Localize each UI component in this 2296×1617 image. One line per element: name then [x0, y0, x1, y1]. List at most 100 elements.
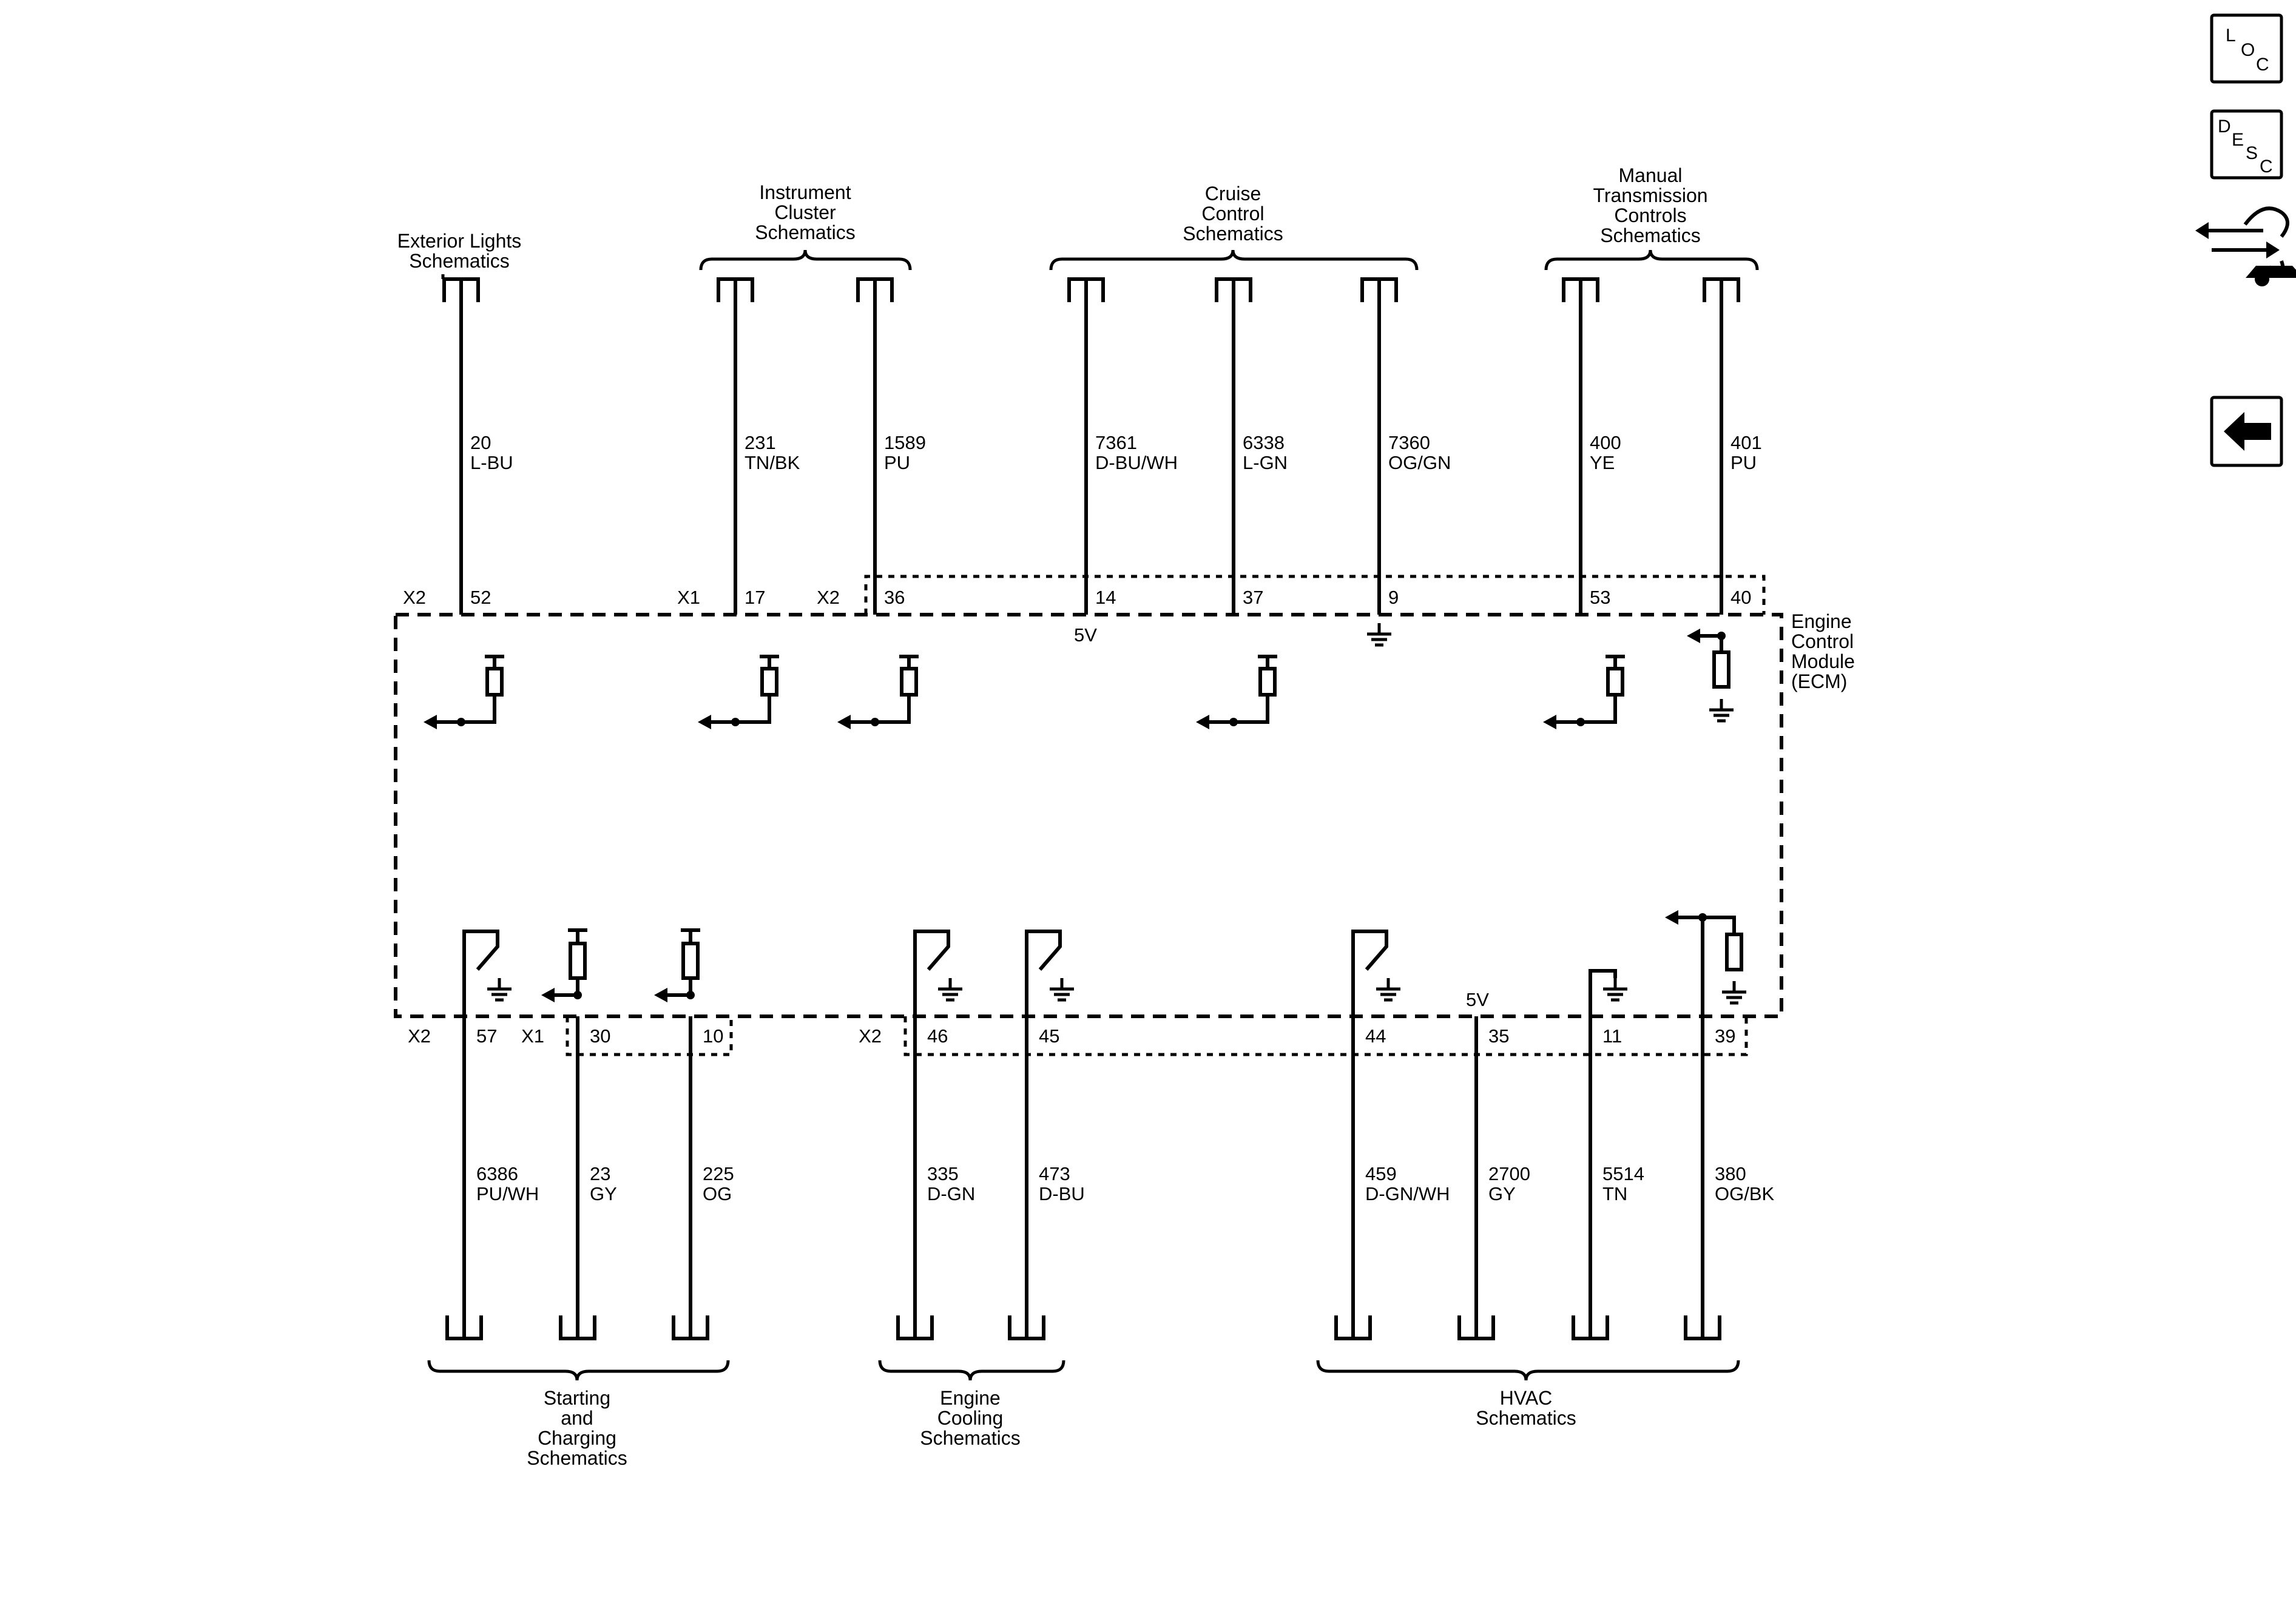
ground-symbol — [1376, 978, 1400, 1002]
group-header-line: Exterior Lights — [397, 230, 522, 252]
wire-color: PU/WH — [476, 1183, 539, 1204]
wire-color: GY — [590, 1183, 617, 1204]
back-arrow-icon — [2224, 412, 2271, 451]
circuit-number: 231 — [745, 432, 776, 453]
resistor-symbol — [1712, 650, 1730, 689]
ground-symbol — [1050, 978, 1074, 1002]
group-header-starting-charging[interactable]: Starting and Charging Schematics — [427, 1360, 730, 1469]
loc-letter: C — [2256, 55, 2269, 75]
group-header-hvac[interactable]: HVAC Schematics — [1316, 1360, 1740, 1429]
ground-symbol — [1367, 623, 1391, 647]
connector-id: X1 — [521, 1025, 544, 1047]
signal-arrow — [837, 715, 851, 729]
switch-symbol — [1025, 930, 1062, 1016]
connector-id: X2 — [403, 587, 426, 608]
resistor-symbol — [900, 667, 918, 697]
supply-voltage-label: 5V — [1466, 989, 1489, 1010]
input-line — [1675, 916, 1704, 1016]
group-header-instrument-cluster[interactable]: Instrument Cluster Schematics — [699, 181, 912, 271]
group-header-cruise-control[interactable]: Cruise Control Schematics — [1049, 183, 1419, 271]
circuit-number: 7361 — [1095, 432, 1137, 453]
desc-letter: D — [2218, 116, 2231, 137]
ecm-label-line: Engine — [1791, 610, 1852, 632]
connector-wrench-icon[interactable] — [2195, 206, 2296, 286]
pullup-net — [568, 928, 587, 944]
pin-number: 37 — [1243, 587, 1263, 608]
wire-color: PU — [1730, 452, 1757, 473]
pin-number: 14 — [1095, 587, 1116, 608]
wire-color: OG — [703, 1183, 732, 1204]
pin-number: 46 — [927, 1025, 948, 1047]
group-header-line: and — [561, 1407, 593, 1429]
wire-color: D-BU/WH — [1095, 452, 1178, 473]
connector-terminal — [1008, 1315, 1045, 1340]
group-header-engine-cooling[interactable]: Engine Cooling Schematics — [878, 1360, 1065, 1449]
circuit-number: 2700 — [1488, 1163, 1530, 1184]
loc-letter: L — [2226, 25, 2236, 46]
ground-symbol — [1709, 699, 1734, 723]
signal-arrow — [1543, 715, 1556, 729]
connector-x2-bottom-boundary — [903, 1016, 1748, 1056]
signal-arrow — [1665, 910, 1678, 925]
resistor-symbol — [485, 667, 504, 697]
ecm-label: Engine Control Module (ECM) — [1791, 610, 1855, 692]
junction-dot — [573, 991, 582, 999]
pin-number: 11 — [1602, 1025, 1622, 1047]
signal-arrow — [654, 988, 667, 1002]
group-header-line: HVAC — [1500, 1387, 1553, 1409]
group-header-line: Manual — [1619, 164, 1683, 186]
pin-number: 53 — [1590, 587, 1610, 608]
ecm-boundary — [394, 613, 1783, 1018]
wire-color: PU — [884, 452, 910, 473]
wire-color: D-BU — [1039, 1183, 1085, 1204]
circuit-number: 1589 — [884, 432, 926, 453]
group-header-line: Starting — [544, 1387, 610, 1409]
connector-id: X1 — [677, 587, 700, 608]
pin-number: 30 — [590, 1025, 610, 1047]
pullup-net — [735, 655, 779, 724]
desc-letter: S — [2246, 143, 2258, 163]
wire-color: L-GN — [1243, 452, 1288, 473]
connector-id: X2 — [408, 1025, 431, 1047]
connector-terminal — [896, 1315, 934, 1340]
desc-letter: C — [2260, 157, 2273, 177]
pin-number: 44 — [1365, 1025, 1386, 1047]
circuit-number: 20 — [470, 432, 491, 453]
group-header-line: Cluster — [774, 201, 836, 223]
loc-button[interactable]: L O C — [2210, 13, 2283, 84]
connector-id: X2 — [817, 587, 840, 608]
group-header-manual-transmission[interactable]: Manual Transmission Controls Schematics — [1544, 164, 1759, 271]
group-header-exterior-lights[interactable]: Exterior Lights Schematics — [397, 230, 522, 272]
switch-symbol — [1351, 930, 1388, 1016]
pin-number: 17 — [745, 587, 765, 608]
group-header-line: Controls — [1614, 204, 1686, 226]
group-header-line: Transmission — [1593, 184, 1707, 206]
junction-dot — [686, 991, 695, 999]
group-bracket — [427, 1360, 730, 1381]
resistor-symbol — [1725, 933, 1743, 971]
group-header-line: Schematics — [409, 250, 509, 272]
ground-symbol — [1722, 981, 1746, 1005]
back-button[interactable] — [2210, 396, 2283, 467]
desc-button[interactable]: D E S C — [2210, 109, 2283, 180]
group-header-line: Schematics — [1600, 224, 1700, 246]
pin-number: 52 — [470, 587, 491, 608]
pin-number: 36 — [884, 587, 905, 608]
switch-symbol — [462, 930, 499, 1016]
connector-terminal — [445, 1315, 483, 1340]
connector-terminal — [1572, 1315, 1609, 1340]
group-header-line: Control — [1201, 203, 1264, 224]
ecm-label-line: Control — [1791, 630, 1854, 652]
circuit-number: 401 — [1730, 432, 1762, 453]
group-bracket — [878, 1360, 1065, 1381]
signal-arrow — [424, 715, 437, 729]
ground-symbol — [938, 978, 962, 1002]
junction-dot — [457, 718, 465, 726]
